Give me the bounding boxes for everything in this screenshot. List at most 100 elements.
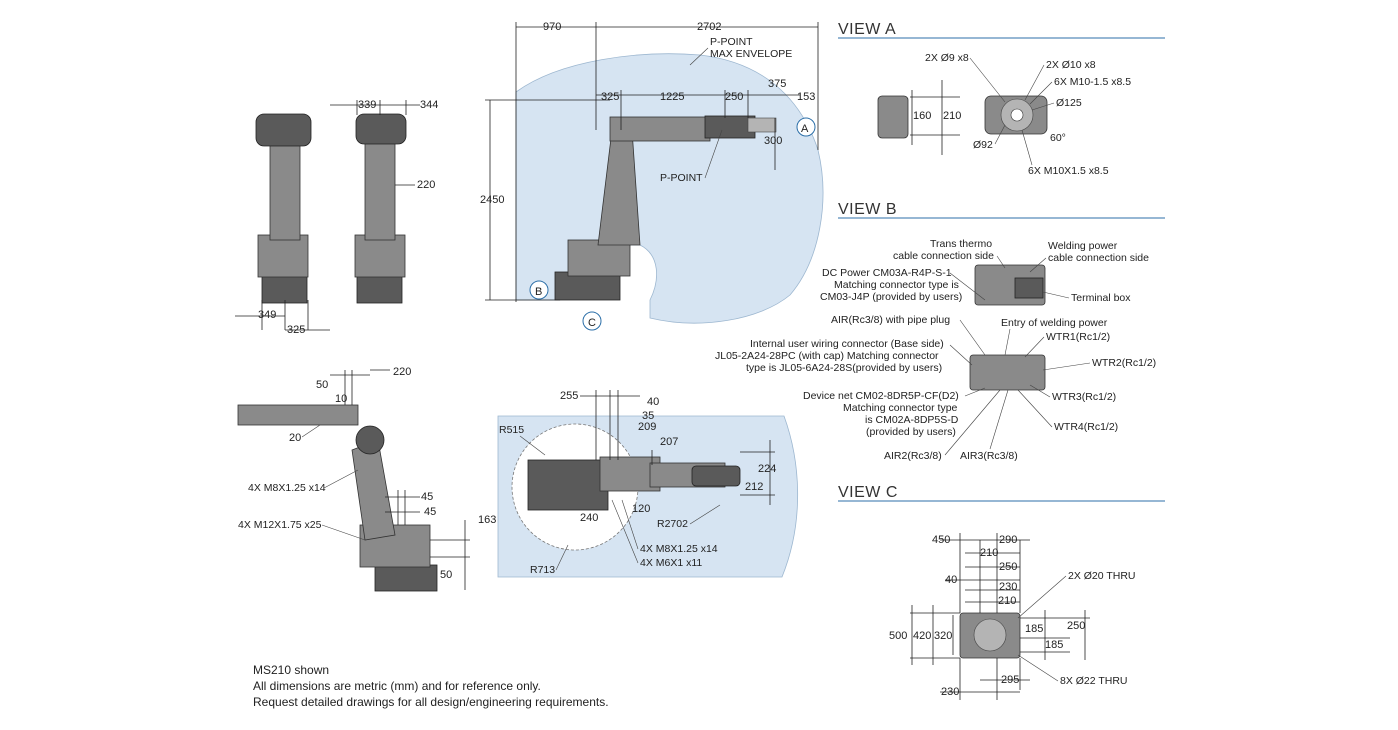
dim-153: 153 [797, 91, 815, 103]
dim-970: 970 [543, 21, 561, 33]
front-turret [257, 234, 309, 278]
dim-255: 255 [560, 390, 578, 402]
view-a-bore [1010, 108, 1024, 122]
dim-209: 209 [638, 421, 656, 433]
marker-a: A [801, 123, 809, 135]
view-c-title: VIEW C [838, 484, 898, 501]
weld-label-1: Welding power [1048, 240, 1118, 252]
dim-212: 212 [745, 481, 763, 493]
detail-upper-arm [237, 404, 359, 426]
view-b-base-box [969, 354, 1046, 391]
view-a-title: VIEW A [838, 21, 896, 38]
side-base [356, 274, 403, 304]
dim-450: 450 [932, 534, 950, 546]
dim-230-c1: 230 [999, 581, 1017, 593]
dim-2702: 2702 [697, 21, 721, 33]
trans-label-1: Trans thermo [930, 238, 992, 250]
dim-230-c2: 230 [941, 686, 959, 698]
dev-label-3: is CM02A-8DP5S-D [865, 414, 959, 426]
dev-label-4: (provided by users) [866, 426, 956, 438]
terminal-label: Terminal box [1071, 292, 1131, 304]
int-label-3: type is JL05-6A24-28S(provided by users) [746, 362, 942, 374]
dim-320: 320 [934, 630, 952, 642]
dim-220: 220 [417, 179, 435, 191]
view-a-marker [796, 117, 816, 137]
envelope-label-2: MAX ENVELOPE [710, 48, 792, 60]
plan-view: 255 40 35 209 207 224 212 240 120 R515 R… [497, 390, 799, 578]
side-arm [364, 139, 396, 241]
view-c-marker [582, 311, 602, 331]
dim-500: 500 [889, 630, 907, 642]
detail-lower-arm [351, 439, 396, 541]
robot-flange [747, 117, 777, 133]
front-side-views: 339 344 220 349 325 [235, 99, 438, 336]
note-line-3: Request detailed drawings for all design… [253, 695, 609, 709]
envelope-view: 970 2702 P-POINT MAX ENVELOPE 325 1225 2… [480, 21, 824, 331]
dim-210-c2: 210 [998, 595, 1016, 607]
dim-120: 120 [632, 503, 650, 515]
plan-m6-label: 4X M6X1 x11 [640, 557, 702, 569]
dim-50: 50 [316, 379, 328, 391]
dim-240: 240 [580, 512, 598, 524]
dim-163: 163 [478, 514, 496, 526]
r2702-label: R2702 [657, 518, 688, 530]
view-a-label-2: 2X Ø10 x8 [1046, 59, 1096, 71]
p-point-label: P-POINT [660, 172, 703, 184]
air-plug-label: AIR(Rc3/8) with pipe plug [831, 314, 950, 326]
dim-420: 420 [913, 630, 931, 642]
wtr4-label: WTR4(Rc1/2) [1054, 421, 1118, 433]
dc-label-1: DC Power CM03A-R4P-S-1 [822, 267, 952, 279]
dim-290: 290 [999, 534, 1017, 546]
view-b-terminal [1014, 277, 1044, 299]
dim-295: 295 [1001, 674, 1019, 686]
dc-label-3: CM03-J4P (provided by users) [820, 291, 962, 303]
dim-50-b: 50 [440, 569, 452, 581]
wtr1-label: WTR1(Rc1/2) [1046, 331, 1110, 343]
dim-349: 349 [258, 309, 276, 321]
marker-b: B [535, 286, 542, 298]
view-a-label-7: 6X M10X1.5 x8.5 [1028, 165, 1109, 177]
marker-c: C [588, 317, 596, 329]
dim-40-plan: 40 [647, 396, 659, 408]
dim-339: 339 [358, 99, 376, 111]
dc-label-2: Matching connector type is [834, 279, 959, 291]
view-c: VIEW C 450 290 210 250 40 230 210 500 42… [838, 484, 1165, 700]
front-arm [269, 139, 301, 241]
detail-base [374, 564, 438, 592]
view-a: VIEW A 160 210 2X Ø9 x8 2X Ø10 x8 6X M10… [838, 21, 1165, 177]
view-a-label-1: 2X Ø9 x8 [925, 52, 969, 64]
drawing-notes: MS210 shown All dimensions are metric (m… [253, 662, 609, 710]
int-label-2: JL05-2A24-28PC (with cap) Matching conne… [715, 350, 939, 362]
view-a-label-6: Ø92 [973, 139, 993, 151]
entry-label: Entry of welding power [1001, 317, 1108, 329]
plan-wrist [691, 465, 741, 487]
dim-45-a: 45 [421, 491, 433, 503]
dim-185-b: 185 [1045, 639, 1063, 651]
robot-base [554, 271, 621, 301]
dev-label-1: Device net CM02-8DR5P-CF(D2) [803, 390, 959, 402]
dim-210-c1: 210 [980, 547, 998, 559]
view-b: VIEW B Trans thermo cable connection sid… [715, 201, 1165, 462]
dim-185-a: 185 [1025, 623, 1043, 635]
thru-22-label: 8X Ø22 THRU [1060, 675, 1128, 687]
view-b-marker [529, 280, 549, 300]
robot-turret [567, 239, 631, 277]
dim-220-side: 220 [393, 366, 411, 378]
plan-m8-label: 4X M8X1.25 x14 [640, 543, 718, 555]
view-a-side [877, 95, 909, 139]
r515-label: R515 [499, 424, 524, 436]
robot-wrist [704, 115, 756, 139]
dim-325-left: 325 [287, 324, 305, 336]
dim-10: 10 [335, 393, 347, 405]
dim-210-a: 210 [943, 110, 961, 122]
dim-224: 224 [758, 463, 776, 475]
note-line-2: All dimensions are metric (mm) and for r… [253, 679, 541, 693]
dim-300: 300 [764, 135, 782, 147]
trans-label-2: cable connection side [893, 250, 994, 262]
dim-250-c1: 250 [999, 561, 1017, 573]
air2-label: AIR2(Rc3/8) [884, 450, 942, 462]
front-base [261, 274, 308, 304]
dim-325: 325 [601, 91, 619, 103]
dim-375: 375 [768, 78, 786, 90]
